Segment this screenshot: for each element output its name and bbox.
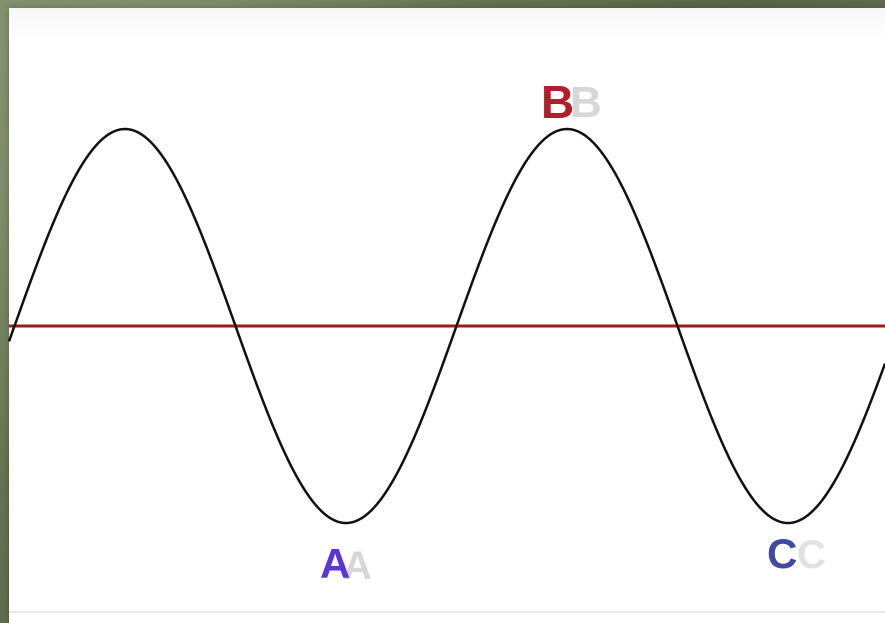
panel-bottom-divider [9,611,885,613]
label-a: A [320,540,350,587]
panel-top-band [9,8,885,38]
label-c: C [767,530,797,577]
label-b-shadow: B [570,78,602,127]
label-c-shadow: C [797,533,826,577]
label-b: B [541,76,574,128]
diagram-panel [9,8,885,623]
label-a-shadow: A [343,544,372,588]
sine-wave [7,127,885,525]
